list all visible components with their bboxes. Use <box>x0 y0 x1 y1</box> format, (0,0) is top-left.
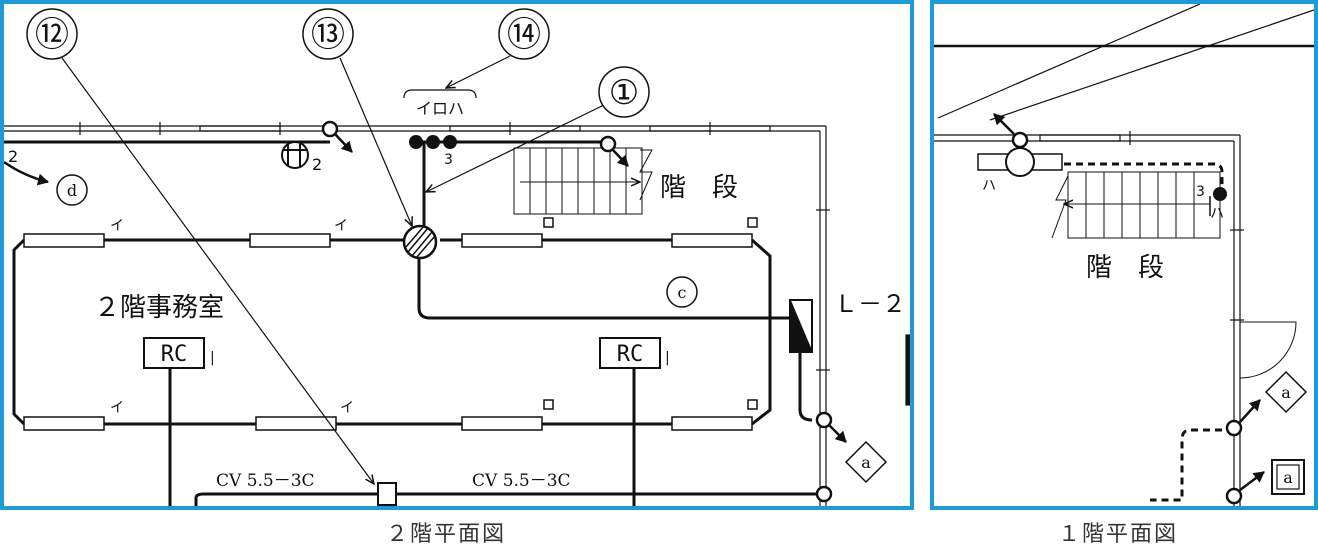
stair-label: 階 段 <box>660 173 738 203</box>
floor1-caption: １階平面図 <box>1058 522 1179 547</box>
floor2-caption: ２階平面図 <box>386 522 507 547</box>
count-3: 3 <box>444 152 453 168</box>
rc-tick: | <box>210 350 215 366</box>
floor1-drawing: 階 段 ハ ハ 3 a a <box>934 4 1314 506</box>
cable-label: CV 5.5－3C <box>472 471 571 491</box>
floor1-wiring <box>1040 162 1224 502</box>
rc-label: RC <box>161 342 188 367</box>
floor2-stairs <box>513 147 653 215</box>
cable-label: CV 5.5－3C <box>216 471 315 491</box>
callout-14: ⑭ <box>507 15 541 55</box>
rc-tick: | <box>665 350 670 366</box>
fluorescent-light <box>249 233 331 248</box>
callout-1: ① <box>609 73 639 113</box>
diamond-a: a <box>861 453 871 472</box>
fluorescent-light <box>23 233 105 248</box>
diamond-a: a <box>1281 383 1291 402</box>
count-2: 2 <box>8 147 18 166</box>
callout-12: ⑫ <box>35 15 69 55</box>
floor2-fixtures <box>23 120 833 506</box>
callout-13: ⑬ <box>311 15 345 55</box>
circle-c: c <box>678 283 687 302</box>
fluorescent-light <box>671 233 753 248</box>
fluorescent-light <box>23 416 105 431</box>
panel-label: Ｌ－２ <box>834 290 906 318</box>
three-way-switches <box>409 135 457 149</box>
floor2-drawing: ⑫ ⑬ ⑭ ① イロハ ２階事務室 階 段 Ｌ－２ RC RC | | CV 5… <box>4 8 910 506</box>
fluorescent-light <box>461 233 543 248</box>
floor2-plan-panel: ⑫ ⑬ ⑭ ① イロハ ２階事務室 階 段 Ｌ－２ RC RC | | CV 5… <box>0 0 914 510</box>
fluorescent-light <box>255 416 337 431</box>
mark-i: イ <box>110 218 124 234</box>
count-2: 2 <box>312 155 322 174</box>
floor1-plan-panel: 階 段 ハ ハ 3 a a <box>930 0 1318 510</box>
rc-label: RC <box>617 342 644 367</box>
floor1-fixtures <box>977 131 1308 505</box>
branch-label: イロハ <box>416 99 464 118</box>
mark-i: イ <box>340 400 354 416</box>
fluorescent-light <box>461 416 543 431</box>
mark-ha: ハ <box>982 178 996 194</box>
stair-label: 階 段 <box>1086 253 1164 283</box>
circle-d: d <box>67 181 77 200</box>
mark-i: イ <box>334 218 348 234</box>
fluorescent-light <box>671 416 753 431</box>
floor1-stairs <box>1051 171 1221 239</box>
floor2-walls <box>4 122 910 506</box>
mark-i: イ <box>110 400 124 416</box>
room-label: ２階事務室 <box>94 293 224 323</box>
mark-ha: ハ <box>1210 206 1224 222</box>
floor1-walls <box>934 4 1314 506</box>
floor2-wiring <box>4 140 820 506</box>
count-3: 3 <box>1196 184 1205 200</box>
box-a: a <box>1283 468 1293 487</box>
